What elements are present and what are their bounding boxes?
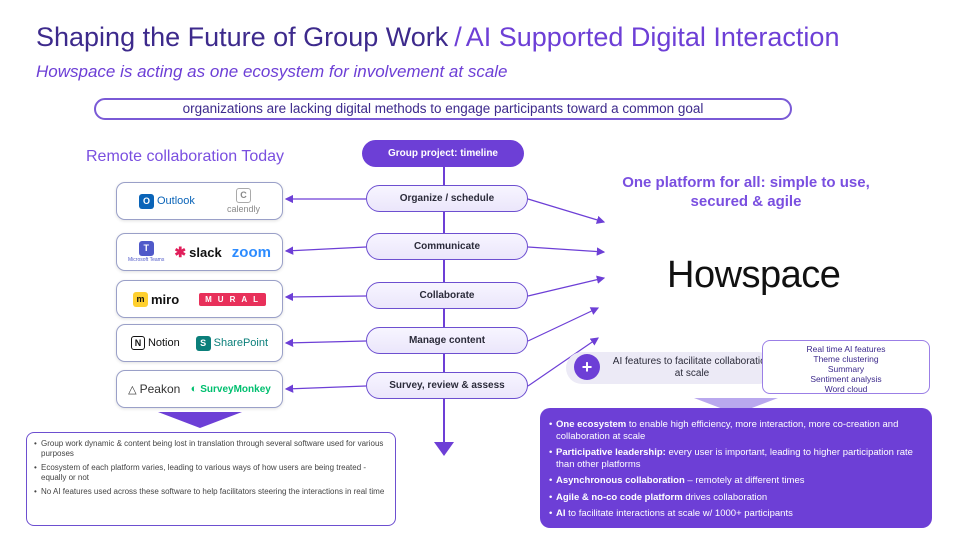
outlook-logo: O Outlook (139, 193, 195, 209)
tool-box-collaboration: m miro MURAL (116, 280, 283, 318)
tool-box-survey: △ Peakon ◐ SurveyMonkey (116, 370, 283, 408)
ai-feature-list: Real time AI features Theme clustering S… (762, 340, 930, 394)
page-title: Shaping the Future of Group Work/AI Supp… (36, 22, 839, 53)
stage-manage-content: Manage content (366, 327, 528, 354)
tool-box-scheduling: O Outlook C calendly (116, 182, 283, 220)
left-note-item: Ecosystem of each platform varies, leadi… (34, 463, 387, 483)
slack-icon: ✱ (174, 243, 187, 260)
sharepoint-logo: S SharePoint (195, 335, 268, 351)
title-part1: Shaping the Future of Group Work (36, 22, 449, 52)
ai-feature-item: Word cloud (824, 384, 868, 394)
ai-feature-item: Summary (827, 364, 865, 374)
surveymonkey-icon: ◐ (190, 383, 198, 395)
tool-box-content: N Notion S SharePoint (116, 324, 283, 362)
timeline-arrowhead (434, 442, 454, 456)
title-separator: / (454, 22, 462, 52)
right-heading: One platform for all: simple to use, sec… (622, 174, 870, 210)
left-heading: Remote collaboration Today (86, 148, 285, 165)
benefit-item: One ecosystem to enable high efficiency,… (549, 419, 922, 442)
stage-communicate: Communicate (366, 233, 528, 260)
left-note-item: Group work dynamic & content being lost … (34, 439, 387, 459)
benefit-item: Asynchronous collaboration – remotely at… (549, 475, 922, 487)
benefit-item: Agile & no-co code platform drives colla… (549, 492, 922, 504)
page-subtitle: Howspace is acting as one ecosystem for … (36, 62, 508, 81)
calendly-icon: C (235, 188, 251, 203)
outlook-icon: O (139, 193, 154, 209)
title-part2: AI Supported Digital Interaction (465, 22, 840, 52)
slack-logo: ✱ slack (174, 243, 222, 260)
ai-feature-item: Sentiment analysis (810, 374, 882, 384)
ai-feature-pill (566, 352, 774, 384)
mural-logo: MURAL (199, 292, 267, 306)
surveymonkey-logo: ◐ SurveyMonkey (190, 383, 271, 395)
benefit-item: Participative leadership: every user is … (549, 447, 922, 470)
miro-logo: m miro (132, 291, 179, 307)
peakon-logo: △ Peakon (128, 382, 181, 396)
left-notes: Group work dynamic & content being lost … (26, 432, 396, 526)
howspace-logo: Howspace (667, 254, 841, 296)
mural-icon: MURAL (199, 292, 267, 306)
stage-collaborate: Collaborate (366, 282, 528, 309)
right-down-chevron (694, 398, 778, 414)
plus-icon: + (574, 354, 600, 380)
notion-icon: N (130, 336, 145, 350)
ai-feature-item: Real time AI features (806, 344, 886, 354)
stage-organize: Organize / schedule (366, 185, 528, 212)
left-note-item: No AI features used across these softwar… (34, 487, 387, 497)
zoom-icon: zoom (231, 243, 271, 261)
notion-logo: N Notion (130, 336, 180, 350)
left-down-chevron (158, 412, 242, 428)
ai-feature-label: AI features to facilitate collaboration … (612, 356, 772, 379)
benefits-panel: One ecosystem to enable high efficiency,… (540, 408, 932, 528)
ai-feature-item: Theme clustering (813, 354, 879, 364)
zoom-logo: zoom (232, 244, 271, 261)
timeline-pill: Group project: timeline (362, 140, 524, 167)
stage-survey: Survey, review & assess (366, 372, 528, 399)
teams-icon: T (138, 241, 154, 256)
teams-logo: T Microsoft Teams (128, 241, 165, 263)
tool-box-communication: T Microsoft Teams ✱ slack zoom (116, 233, 283, 271)
miro-icon: m (132, 291, 148, 307)
calendly-logo: C calendly (226, 188, 260, 214)
benefit-item: AI to facilitate interactions at scale w… (549, 508, 922, 520)
problem-banner: organizations are lacking digital method… (94, 98, 792, 120)
sharepoint-icon: S (195, 335, 211, 351)
peakon-icon: △ (128, 383, 137, 396)
